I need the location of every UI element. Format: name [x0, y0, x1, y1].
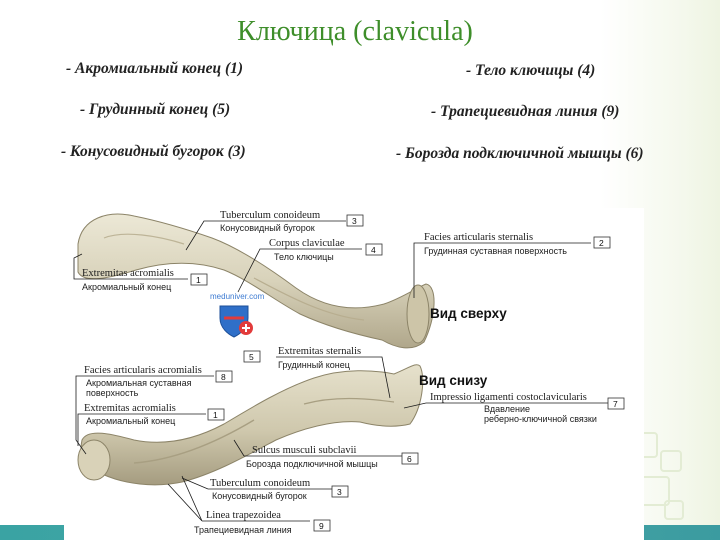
label-linea-trapezoidea-latin: Linea trapezoidea — [206, 510, 281, 521]
term-subclavius-groove: - Борозда подключичной мышцы (6) — [396, 145, 644, 162]
number-8: 8 — [221, 372, 226, 382]
label-extremitas-acromialis-top-latin: Extremitas acromialis — [82, 268, 174, 279]
number-6: 6 — [407, 454, 412, 464]
label-corpus-claviculae-latin: Corpus claviculae — [269, 238, 345, 249]
number-9: 9 — [319, 521, 324, 531]
term-acromial-end: - Акромиальный конец (1) — [66, 60, 244, 77]
number-3-bottom: 3 — [337, 487, 342, 497]
number-5: 5 — [249, 352, 254, 362]
view-from-above-label: Вид сверху — [430, 306, 507, 321]
watermark-text: meduniver.com — [210, 292, 265, 301]
label-facies-articularis-sternalis-latin: Facies articularis sternalis — [424, 232, 533, 243]
label-extremitas-acromialis-bottom-latin: Extremitas acromialis — [84, 403, 176, 414]
decorative-square — [660, 450, 682, 472]
clavicle-illustration: meduniver.com Вид сверху Вид снизу Tuber… — [73, 210, 625, 535]
clavicle-bottom-bone — [80, 364, 424, 486]
label-impressio-latin: Impressio ligamenti costoclavicularis — [430, 392, 587, 403]
label-impressio-ru: Вдавление — [484, 404, 530, 414]
clavicle-top-bone — [77, 213, 435, 349]
label-tuberculum-conoideum-bottom-ru: Конусовидный бугорок — [212, 491, 307, 501]
label-tuberculum-conoideum-top-ru: Конусовидный бугорок — [220, 223, 315, 233]
label-facies-articularis-acromialis-ru: Акромиальная суставная — [86, 378, 192, 388]
label-sulcus-ru: Борозда подключичной мышцы — [246, 459, 378, 469]
sternal-end-top — [406, 284, 430, 344]
label-corpus-claviculae-ru: Тело ключицы — [274, 252, 334, 262]
clavicle-figure: meduniver.com Вид сверху Вид снизу Tuber… — [64, 208, 644, 540]
label-extremitas-sternalis-latin: Extremitas sternalis — [278, 346, 361, 357]
label-sulcus-latin: Sulcus musculi subclavii — [252, 445, 356, 456]
label-tuberculum-conoideum-top-latin: Tuberculum conoideum — [220, 210, 320, 221]
number-1-bottom: 1 — [213, 410, 218, 420]
label-facies-articularis-sternalis-ru: Грудинная суставная поверхность — [424, 246, 567, 256]
decorative-square — [664, 500, 684, 520]
term-body: - Тело ключицы (4) — [466, 62, 596, 79]
slide-title: Ключица (clavicula) — [237, 16, 473, 47]
label-impressio-ru2: реберно-ключичной связки — [484, 414, 597, 424]
number-7: 7 — [613, 399, 618, 409]
label-extremitas-acromialis-top-ru: Акромиальный конец — [82, 282, 171, 292]
label-extremitas-acromialis-bottom-ru: Акромиальный конец — [86, 416, 175, 426]
label-linea-trapezoidea-ru: Трапециевидная линия — [194, 525, 292, 535]
term-conoid-tubercle: - Конусовидный бугорок (3) — [61, 143, 246, 160]
number-2: 2 — [599, 238, 604, 248]
term-sternal-end: - Грудинный конец (5) — [80, 101, 231, 118]
term-trapezoid-line: - Трапециевидная линия (9) — [431, 103, 620, 120]
number-4: 4 — [371, 245, 376, 255]
number-1-top: 1 — [196, 275, 201, 285]
label-facies-articularis-acromialis-ru2: поверхность — [86, 388, 139, 398]
label-extremitas-sternalis-ru: Грудинный конец — [278, 360, 350, 370]
acromial-end-bottom — [77, 439, 111, 481]
view-from-below-label: Вид снизу — [419, 373, 488, 388]
label-tuberculum-conoideum-bottom-latin: Tuberculum conoideum — [210, 478, 310, 489]
label-facies-articularis-acromialis-latin: Facies articularis acromialis — [84, 365, 202, 376]
number-3-top: 3 — [352, 216, 357, 226]
